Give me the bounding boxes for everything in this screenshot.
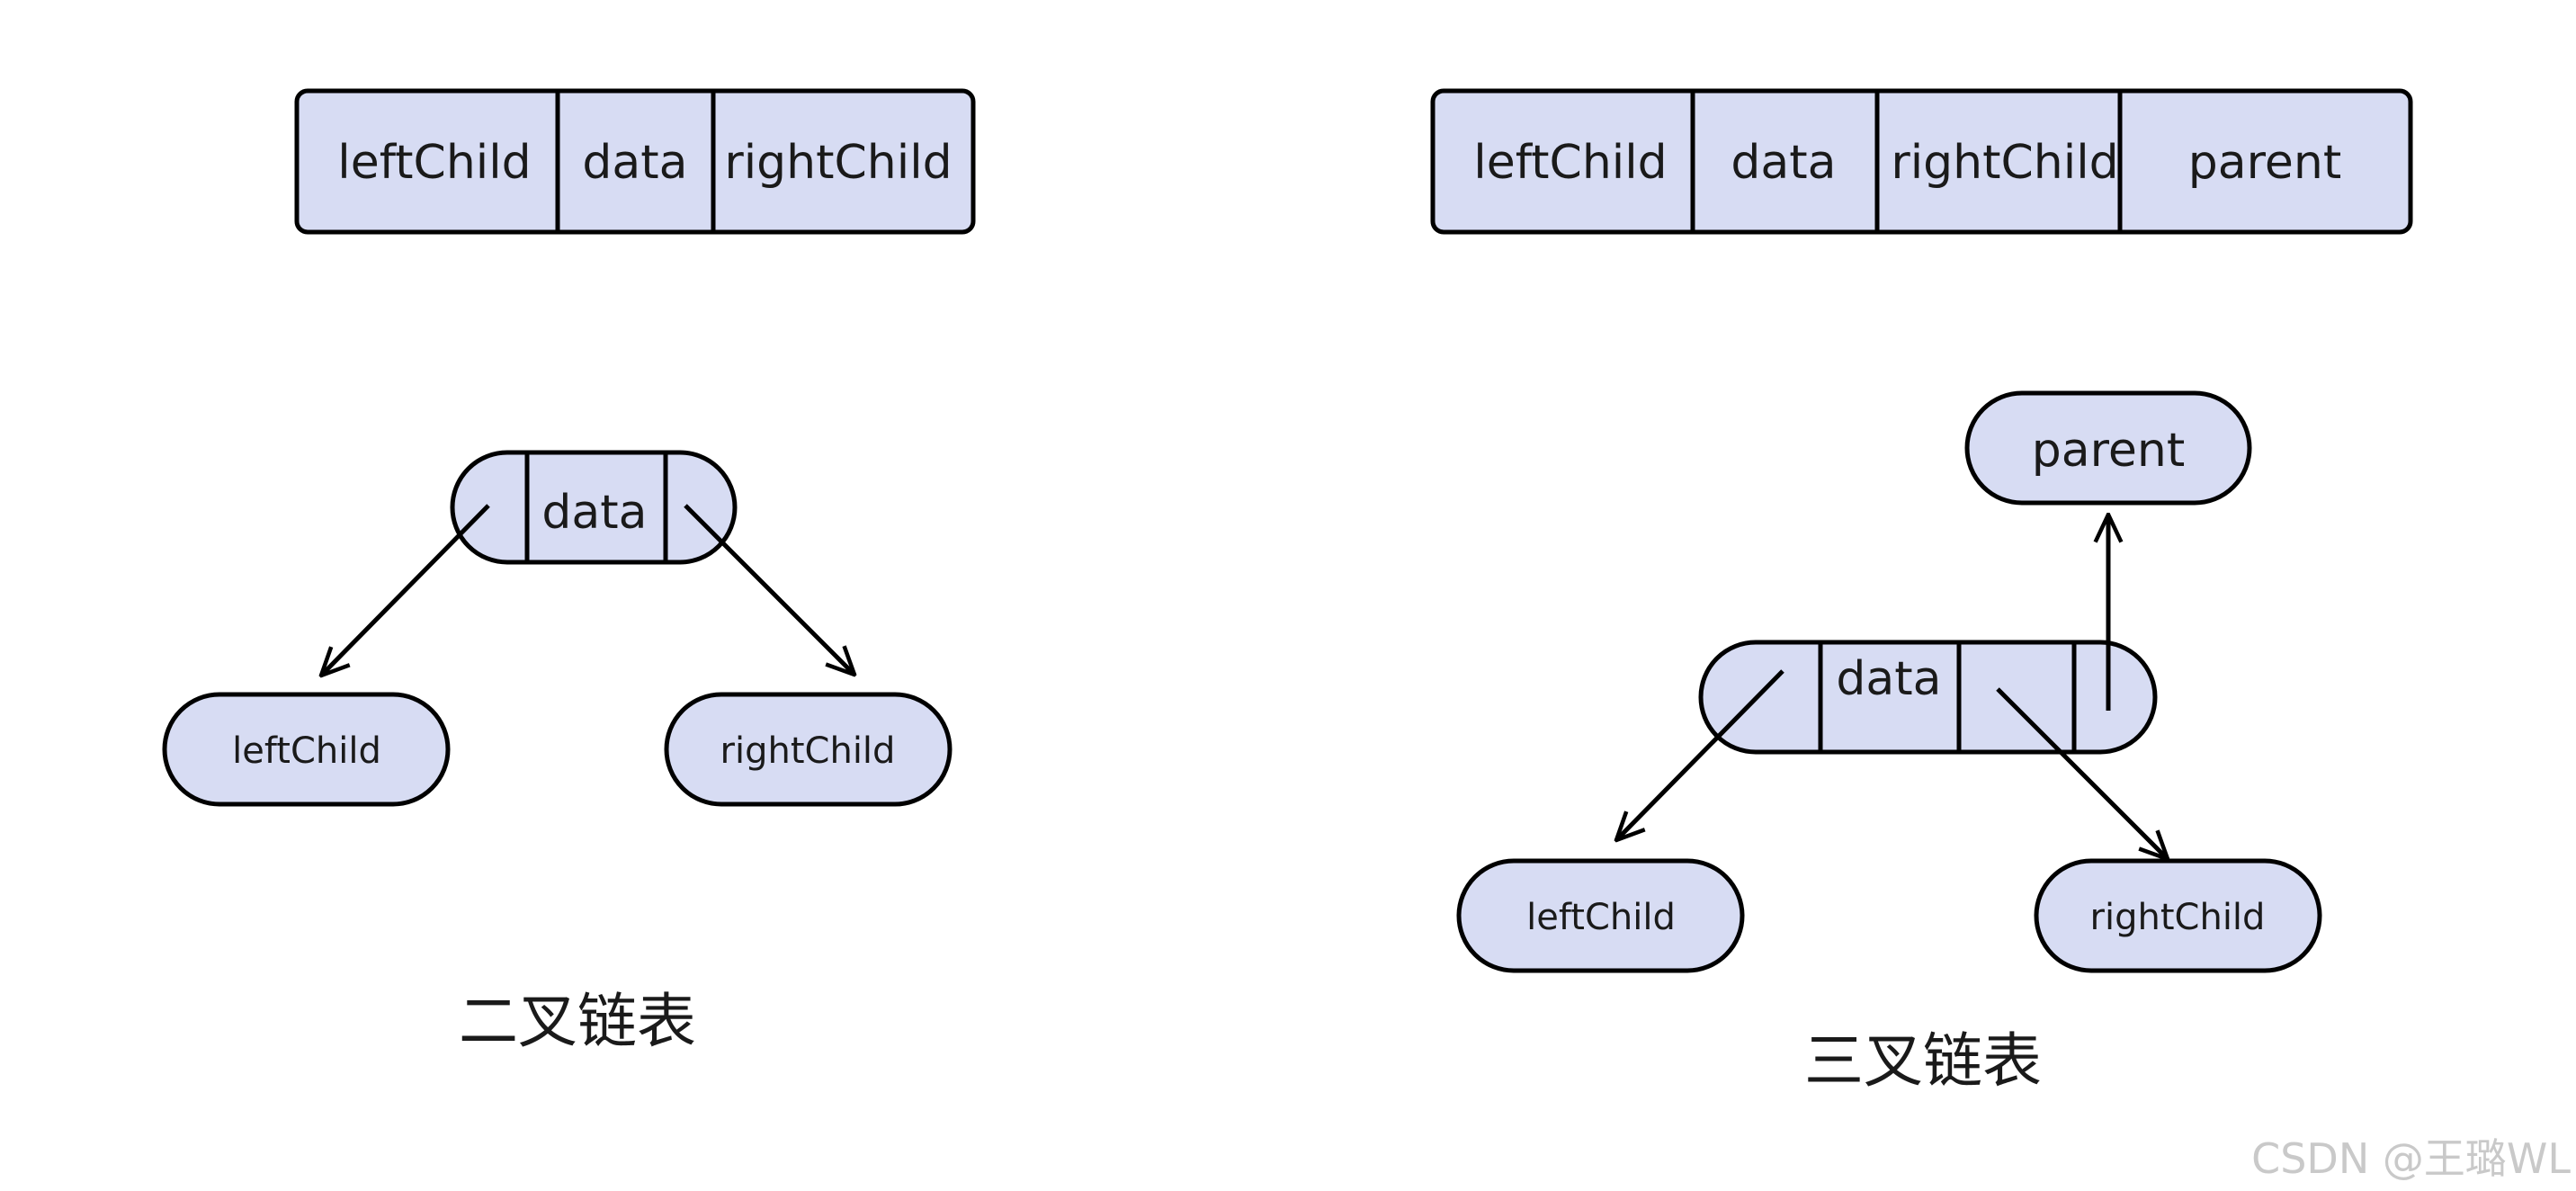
binary-struct-field-data: data: [582, 136, 687, 190]
ternary-struct-field-rightchild: rightChild: [1891, 136, 2118, 190]
ternary-node: data: [1698, 640, 2158, 755]
ternary-parent-label: parent: [2032, 424, 2185, 478]
ternary-left-child-node: leftChild: [1456, 858, 1745, 973]
ternary-struct-field-parent: parent: [2188, 136, 2341, 190]
ternary-parent-node: parent: [1964, 390, 2252, 506]
ternary-struct: leftChild data rightChild parent: [1430, 88, 2413, 235]
ternary-left-child-label: leftChild: [1526, 897, 1676, 938]
ternary-caption: 三叉链表: [1804, 1026, 2042, 1096]
binary-left-arrow: [321, 504, 490, 676]
binary-left-child-label: leftChild: [232, 730, 381, 772]
ternary-right-child-label: rightChild: [2090, 897, 2266, 938]
binary-right-child-label: rightChild: [720, 730, 896, 772]
ternary-right-child-node: rightChild: [2034, 858, 2322, 973]
binary-struct: leftChild data rightChild: [294, 88, 976, 235]
binary-right-arrow: [684, 504, 854, 675]
binary-left-child-node: leftChild: [162, 692, 451, 807]
ternary-node-label: data: [1836, 652, 1941, 706]
binary-right-child-node: rightChild: [664, 692, 953, 807]
binary-caption: 二叉链表: [459, 987, 696, 1056]
binary-struct-field-rightchild: rightChild: [724, 136, 952, 190]
ternary-struct-field-data: data: [1731, 136, 1836, 190]
binary-node-label: data: [541, 486, 647, 540]
ternary-right-arrow: [1996, 687, 2168, 859]
binary-node: data: [450, 450, 738, 565]
ternary-left-arrow: [1616, 669, 1784, 840]
binary-struct-field-leftchild: leftChild: [337, 136, 531, 190]
watermark: CSDN @王璐WL: [2251, 1134, 2571, 1183]
ternary-struct-field-leftchild: leftChild: [1473, 136, 1667, 190]
